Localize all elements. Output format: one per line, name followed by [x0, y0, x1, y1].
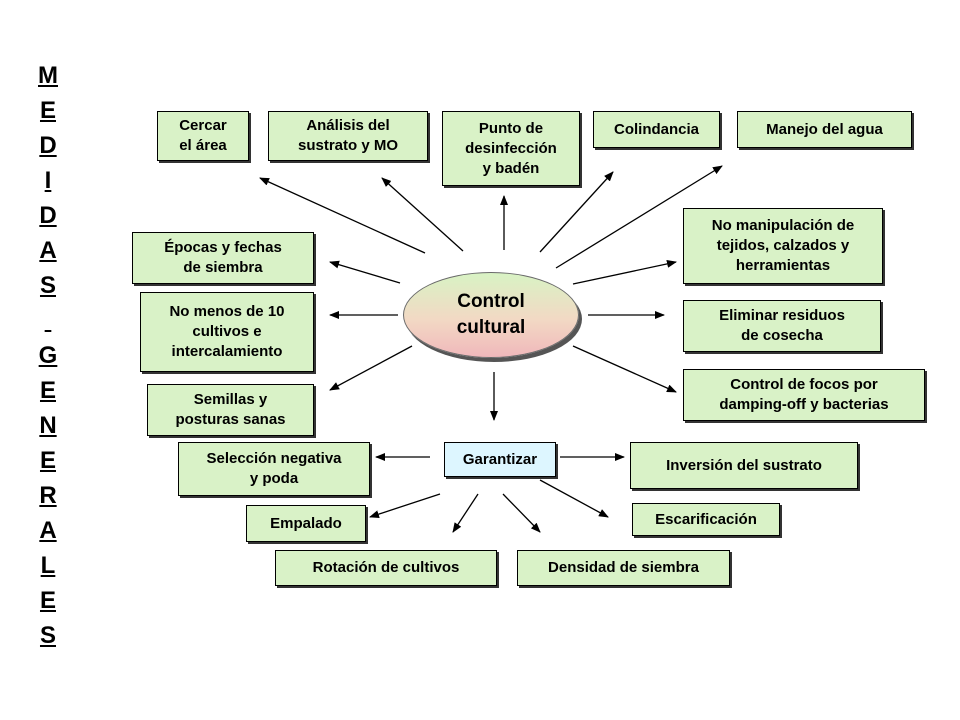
box-eliminar-residuos: Eliminar residuos de cosecha — [683, 300, 881, 352]
arrow-to-escarificacion — [539, 479, 609, 518]
arrow-to-cercar — [259, 177, 426, 254]
box-colindancia: Colindancia — [593, 111, 720, 148]
title-letter: E — [39, 97, 56, 124]
title-letter: I — [44, 167, 52, 194]
arrow-to-colindancia — [539, 171, 614, 253]
title-letter: G — [38, 342, 58, 369]
title-letter: E — [39, 587, 56, 614]
box-inversion-sustrato: Inversión del sustrato — [630, 442, 858, 489]
box-densidad-siembra: Densidad de siembra — [517, 550, 730, 586]
box-no-manipulacion: No manipulación de tejidos, calzados y h… — [683, 208, 883, 284]
arrow-to-rotacion — [452, 493, 479, 533]
box-control-focos: Control de focos por damping-off y bacte… — [683, 369, 925, 421]
box-cercar: Cercar el área — [157, 111, 249, 161]
title-letter — [30, 303, 66, 338]
arrow-to-densidad — [502, 493, 541, 533]
title-letter: S — [39, 622, 56, 649]
arrow-to-manejo — [555, 165, 723, 269]
arrow-to-analisis — [381, 177, 464, 252]
box-analisis: Análisis del sustrato y MO — [268, 111, 428, 161]
box-semillas: Semillas y posturas sanas — [147, 384, 314, 436]
box-no-menos-10: No menos de 10 cultivos e intercalamient… — [140, 292, 314, 372]
title-letter: D — [39, 202, 57, 229]
title-letter: M — [38, 62, 58, 89]
arrow-to-empalado — [369, 493, 441, 518]
box-seleccion-negativa: Selección negativa y poda — [178, 442, 370, 496]
title-letter: D — [39, 132, 57, 159]
arrow-to-epocas — [329, 260, 401, 284]
title-letter: E — [39, 447, 56, 474]
title-letter: N — [39, 412, 57, 439]
title-letter: R — [39, 482, 57, 509]
title-letter: A — [39, 517, 57, 544]
arrow-to-semillas — [329, 345, 413, 391]
box-epocas-fechas: Épocas y fechas de siembra — [132, 232, 314, 284]
box-empalado: Empalado — [246, 505, 366, 542]
garantizar-node: Garantizar — [444, 442, 556, 477]
title-letter: L — [40, 552, 56, 579]
title-letter: S — [39, 272, 56, 299]
arrow-to-no-manipulacion — [572, 259, 677, 285]
control-cultural-node: Control cultural — [403, 272, 579, 358]
title-letter: E — [39, 377, 56, 404]
box-escarificacion: Escarificación — [632, 503, 780, 536]
title-letter: A — [39, 237, 57, 264]
box-punto-desinfeccion: Punto de desinfección y badén — [442, 111, 580, 186]
box-manejo-agua: Manejo del agua — [737, 111, 912, 148]
box-rotacion-cultivos: Rotación de cultivos — [275, 550, 497, 586]
arrow-to-control-focos — [572, 345, 677, 393]
